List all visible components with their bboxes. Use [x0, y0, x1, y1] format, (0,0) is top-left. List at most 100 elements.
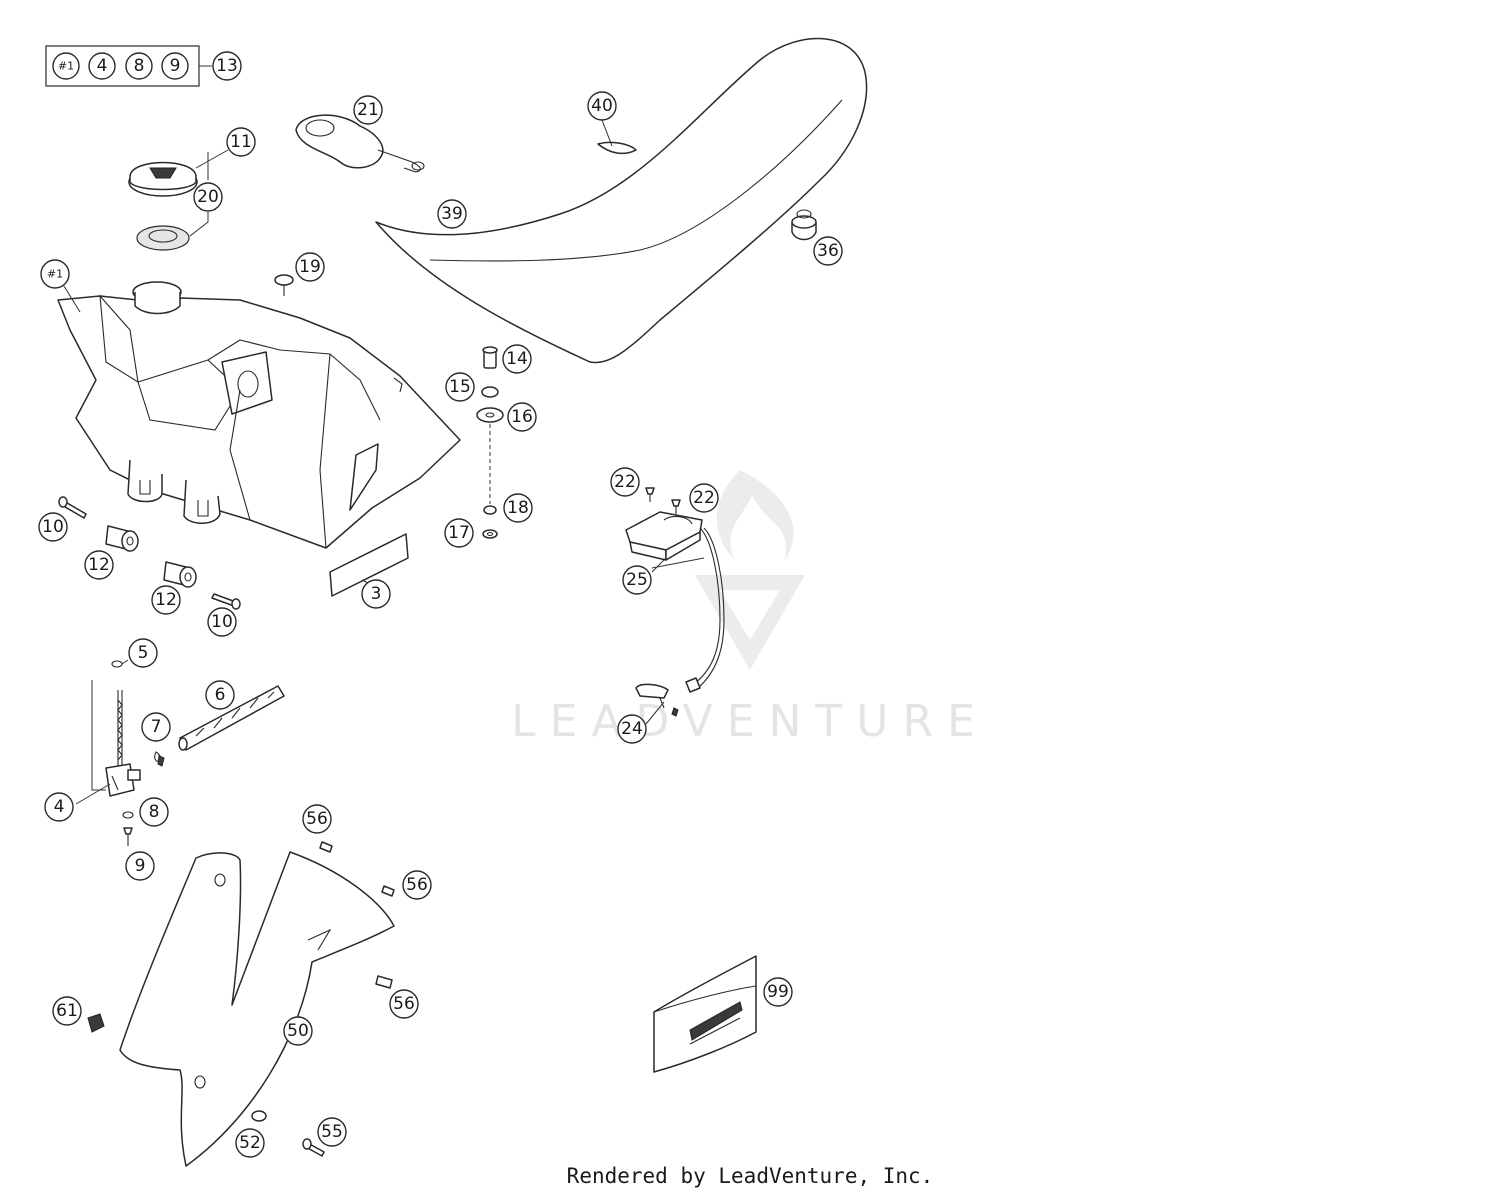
callout-50[interactable]: 50	[283, 1016, 313, 1046]
watermark-text: LEADVENTURE	[511, 696, 989, 747]
svg-text:61: 61	[56, 1001, 78, 1021]
callout-39[interactable]: 39	[437, 199, 467, 229]
svg-text:4: 4	[54, 797, 65, 817]
callout-14[interactable]: 14	[502, 344, 532, 374]
svg-text:52: 52	[239, 1133, 261, 1153]
side-panel	[119, 851, 395, 1167]
panel-hardware	[87, 841, 395, 1157]
bolt-stack	[476, 346, 504, 539]
screw-19	[274, 274, 294, 296]
fuel-tap	[75, 659, 141, 846]
callout-4[interactable]: 4	[44, 792, 74, 822]
callout-12a[interactable]: 12	[84, 550, 114, 580]
footer-credit: Rendered by LeadVenture, Inc.	[566, 1164, 934, 1188]
manual-pouch	[653, 955, 757, 1073]
svg-text:5: 5	[138, 643, 149, 663]
callout-36[interactable]: 36	[813, 236, 843, 266]
svg-text:22: 22	[614, 472, 636, 492]
legend-item-8[interactable]: 8	[125, 52, 153, 80]
callout-24[interactable]: 24	[617, 714, 647, 744]
callout-56a[interactable]: 56	[302, 804, 332, 834]
svg-text:4: 4	[97, 56, 108, 76]
svg-text:9: 9	[135, 856, 146, 876]
callout-10a[interactable]: 10	[38, 512, 68, 542]
callout-11[interactable]: 11	[226, 127, 256, 157]
callout-18[interactable]: 18	[503, 493, 533, 523]
callout-22b[interactable]: 22	[689, 483, 719, 513]
callout-9[interactable]: 9	[125, 851, 155, 881]
svg-text:20: 20	[197, 187, 219, 207]
svg-text:12: 12	[88, 555, 110, 575]
svg-text:99: 99	[767, 982, 789, 1002]
legend-item-9[interactable]: 9	[161, 52, 189, 80]
callout-20[interactable]: 20	[193, 182, 223, 212]
callout-15[interactable]: 15	[445, 372, 475, 402]
svg-text:17: 17	[448, 523, 470, 543]
callout-3[interactable]: 3	[361, 579, 391, 609]
hose-clamp	[154, 751, 165, 767]
callout-1[interactable]: #1	[40, 259, 70, 289]
fuel-hose	[178, 685, 285, 751]
callout-25[interactable]: 25	[622, 565, 652, 595]
svg-text:7: 7	[151, 717, 162, 737]
svg-text:15: 15	[449, 377, 471, 397]
svg-text:12: 12	[155, 590, 177, 610]
watermark: LEADVENTURE	[511, 470, 989, 747]
callout-22a[interactable]: 22	[610, 467, 640, 497]
svg-text:22: 22	[693, 488, 715, 508]
watermark-flame-icon	[716, 470, 794, 560]
callout-7[interactable]: 7	[141, 712, 171, 742]
svg-text:16: 16	[511, 407, 533, 427]
svg-text:24: 24	[621, 719, 643, 739]
svg-text:19: 19	[299, 257, 321, 277]
callout-12b[interactable]: 12	[151, 585, 181, 615]
svg-text:50: 50	[287, 1021, 309, 1041]
svg-text:14: 14	[506, 349, 528, 369]
callout-17[interactable]: 17	[444, 518, 474, 548]
callout-5[interactable]: 5	[128, 638, 158, 668]
svg-text:8: 8	[134, 56, 145, 76]
svg-text:13: 13	[216, 56, 238, 76]
svg-text:10: 10	[42, 517, 64, 537]
cap-gasket	[136, 152, 209, 251]
fuel-tank	[57, 281, 461, 549]
callout-52[interactable]: 52	[235, 1128, 265, 1158]
callout-13[interactable]: 13	[212, 51, 242, 81]
callout-99[interactable]: 99	[763, 977, 793, 1007]
callout-list: #1 4 8 9 13 #1 3 4 5 6 7 8 9 10 10 11 12…	[38, 51, 843, 1158]
callout-16[interactable]: 16	[507, 402, 537, 432]
svg-text:56: 56	[306, 809, 328, 829]
svg-text:40: 40	[591, 96, 613, 116]
svg-text:36: 36	[817, 241, 839, 261]
callout-19[interactable]: 19	[295, 252, 325, 282]
callout-21[interactable]: 21	[353, 95, 383, 125]
callout-56b[interactable]: 56	[402, 870, 432, 900]
svg-text:9: 9	[170, 56, 181, 76]
svg-text:8: 8	[149, 802, 160, 822]
svg-text:#1: #1	[47, 268, 63, 281]
svg-text:56: 56	[406, 875, 428, 895]
seat	[375, 37, 868, 364]
svg-text:3: 3	[371, 584, 382, 604]
rubber-buffer	[791, 209, 817, 241]
callout-10b[interactable]: 10	[207, 607, 237, 637]
legend-item-1[interactable]: #1	[52, 52, 80, 80]
svg-text:25: 25	[626, 570, 648, 590]
lock-unit	[625, 487, 725, 725]
svg-text:11: 11	[230, 132, 252, 152]
cap-strap	[295, 114, 425, 173]
callout-8[interactable]: 8	[139, 797, 169, 827]
callout-56c[interactable]: 56	[389, 989, 419, 1019]
svg-text:6: 6	[215, 685, 226, 705]
svg-text:21: 21	[357, 100, 379, 120]
callout-61[interactable]: 61	[52, 996, 82, 1026]
svg-text:18: 18	[507, 498, 529, 518]
callout-6[interactable]: 6	[205, 680, 235, 710]
callout-40[interactable]: 40	[587, 91, 617, 121]
legend-item-4[interactable]: 4	[88, 52, 116, 80]
fuel-cap	[128, 149, 229, 197]
watermark-v-icon	[695, 575, 805, 670]
callout-55[interactable]: 55	[317, 1117, 347, 1147]
svg-text:10: 10	[211, 612, 233, 632]
